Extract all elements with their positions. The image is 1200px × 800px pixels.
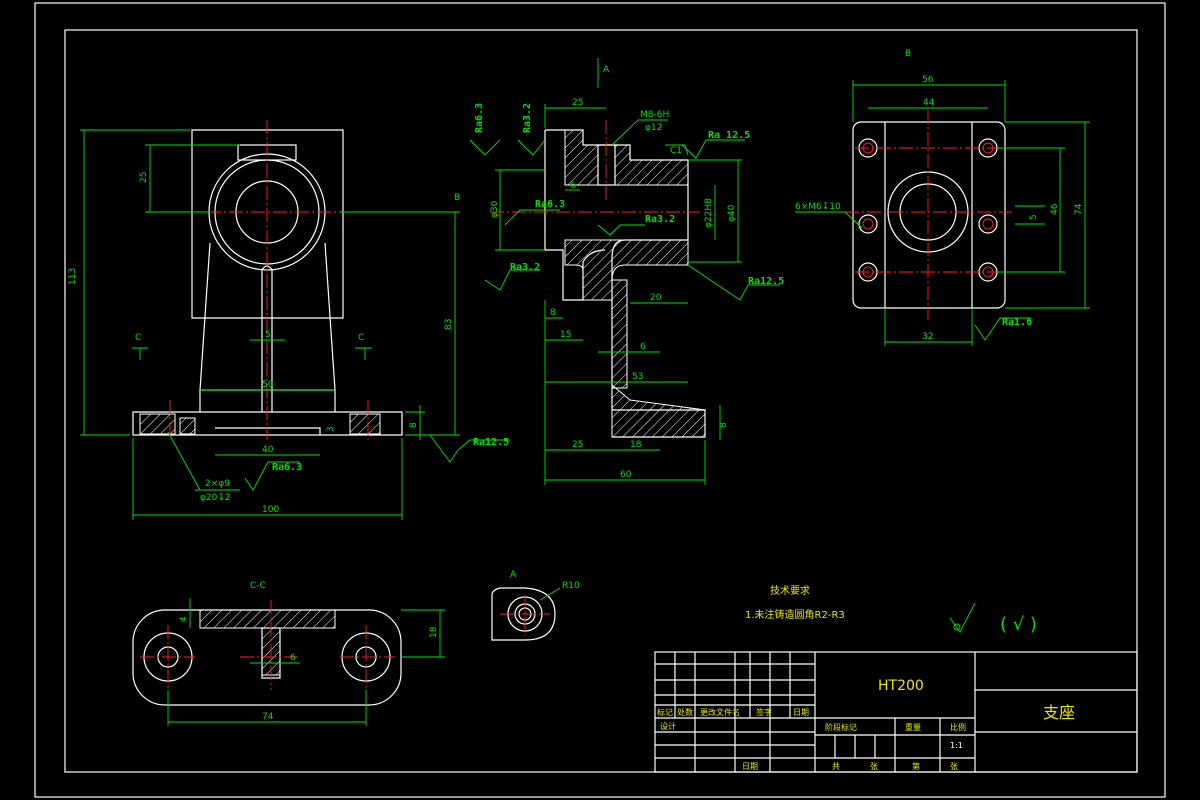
- dim-5-main: 5: [265, 330, 271, 340]
- tech-requirements: 技术要求 1.未注铸造圆角R2-R3 ( √ ): [745, 584, 1037, 635]
- detail-a-radius: R10: [562, 581, 580, 591]
- detail-a: A R10: [491, 570, 580, 641]
- view-mark-a: A: [603, 65, 610, 75]
- tb-sheets2: 张: [950, 762, 958, 771]
- chamfer-c1: C1: [670, 146, 682, 156]
- dim-8b: 8: [719, 422, 729, 428]
- dim-phi30: φ30: [490, 200, 500, 218]
- dim-8-side: 8: [550, 308, 556, 318]
- roughness-symbol-note: ( √ ): [1000, 614, 1037, 635]
- section-cc: C-C 4 18 6 74: [132, 581, 445, 726]
- hole-note-1: 2×φ9: [205, 479, 230, 489]
- dim-53: 53: [632, 372, 643, 382]
- tb-part-name: 支座: [1043, 703, 1075, 722]
- thread-m8: M8-6H: [640, 110, 669, 120]
- dim-25b: 25: [572, 440, 583, 450]
- tech-heading: 技术要求: [770, 584, 810, 597]
- dim-15: 15: [560, 330, 571, 340]
- tb-header-3: 更改文件名: [700, 707, 740, 717]
- hole-note-2: φ20↧2: [200, 493, 231, 503]
- section-cc-title: C-C: [250, 581, 266, 591]
- dim-40: 40: [262, 445, 274, 455]
- inner-border: [64, 29, 1138, 773]
- dim-46: 46: [1050, 203, 1060, 215]
- dim-4: 4: [179, 616, 189, 622]
- dim-18: 18: [630, 440, 642, 450]
- dim-74-cc: 74: [262, 712, 274, 722]
- dim-60: 60: [620, 470, 632, 480]
- tb-header-2: 处数: [677, 707, 693, 717]
- dim-6-side: 6: [570, 181, 576, 191]
- outer-border: [34, 2, 1166, 798]
- tech-item-1: 1.未注铸造圆角R2-R3: [745, 608, 845, 621]
- dim-32: 32: [922, 332, 933, 342]
- dim-56: 56: [922, 75, 934, 85]
- dim-74-top: 74: [1074, 203, 1084, 215]
- tb-header-5: 日期: [793, 708, 809, 717]
- tb-header-1: 标记: [657, 707, 673, 717]
- dim-6b: 6: [640, 342, 646, 352]
- dim-phi40: φ40: [727, 204, 737, 222]
- top-hole-note: 6×M6↧10: [795, 202, 841, 212]
- tb-weight: 重量: [905, 722, 921, 732]
- dim-18-cc: 18: [429, 626, 439, 638]
- top-view-title: B: [905, 49, 911, 59]
- title-block: 标记 处数 更改文件名 签字 日期 设计 日期 HT200 阶段标记 重量 比例…: [654, 651, 1138, 773]
- roughness-ra125b-side: Ra12.5: [748, 276, 784, 287]
- dim-20: 20: [650, 293, 662, 303]
- dim-5-top: 5: [1029, 214, 1039, 220]
- tb-stage: 阶段标记: [825, 722, 857, 732]
- roughness-ra63-top: Ra6.3: [474, 103, 485, 133]
- side-view: A 25 M8-6H φ12 C1 Ra 12.5 Ra6.3 Ra3.2 φ3…: [469, 58, 784, 485]
- dim-6-cc: 6: [290, 653, 296, 663]
- tb-total: 共: [832, 762, 840, 771]
- roughness-ra63-side: Ra6.3: [535, 199, 565, 210]
- dim-25-main: 25: [139, 172, 149, 183]
- top-view: B 56 44 46 74 5: [795, 49, 1090, 346]
- dim-83: 83: [444, 319, 454, 330]
- dim-3: 3: [326, 426, 336, 432]
- dim-100: 100: [262, 505, 279, 515]
- roughness-ra16: Ra1.6: [1002, 317, 1032, 328]
- roughness-ra32-side: Ra3.2: [645, 214, 675, 225]
- tb-no: 第: [912, 761, 920, 771]
- tb-header-4: 签字: [756, 707, 772, 717]
- tb-design: 设计: [660, 721, 676, 731]
- tb-date: 日期: [742, 762, 758, 771]
- dim-phi22: φ22H8: [704, 198, 714, 228]
- detail-a-title: A: [510, 570, 517, 580]
- dim-113: 113: [68, 268, 78, 285]
- roughness-ra63-main: Ra6.3: [272, 462, 302, 473]
- section-mark-c-left: C: [135, 333, 141, 343]
- thread-dia: φ12: [645, 123, 662, 133]
- dim-44: 44: [923, 98, 935, 108]
- dim-8-main: 8: [409, 422, 419, 428]
- tb-scale-label: 比例: [950, 722, 966, 732]
- dim-50: 50: [262, 380, 274, 390]
- roughness-ra32b-side: Ra3.2: [510, 262, 540, 273]
- roughness-ra125-main: Ra12.5: [473, 437, 509, 448]
- roughness-ra32-top: Ra3.2: [522, 103, 533, 133]
- dim-25-side: 25: [572, 98, 583, 108]
- tb-scale: 1:1: [950, 741, 963, 750]
- main-view: 113 25 83 B 5 50 40 3 8 100 C C 2×φ9 φ20…: [68, 120, 510, 520]
- tb-material: HT200: [878, 678, 924, 694]
- roughness-ra125-side: Ra 12.5: [708, 130, 750, 141]
- tb-sheets1: 张: [870, 762, 878, 771]
- section-mark-c-right: C: [358, 333, 364, 343]
- b-mark-main: B: [454, 193, 460, 203]
